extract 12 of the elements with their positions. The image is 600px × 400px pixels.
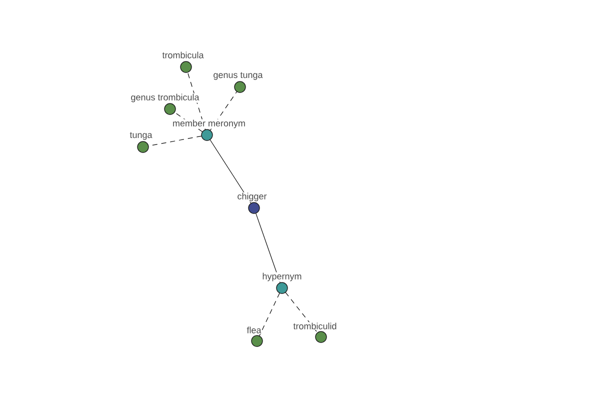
- term-label: genus tunga: [212, 72, 264, 80]
- term-label: hypernym: [262, 272, 302, 282]
- term-label: flea: [246, 326, 262, 334]
- term-label: trombicula: [162, 51, 204, 59]
- link-line: [187, 72, 206, 130]
- term-label: tunga: [129, 132, 153, 140]
- term-label: trombiculid: [292, 322, 338, 330]
- term-label: chigger: [236, 192, 268, 202]
- link-line: [259, 292, 280, 336]
- link-line: [285, 292, 318, 333]
- term-label: genus trombicula: [130, 93, 200, 103]
- term-label: member meronym: [172, 119, 246, 129]
